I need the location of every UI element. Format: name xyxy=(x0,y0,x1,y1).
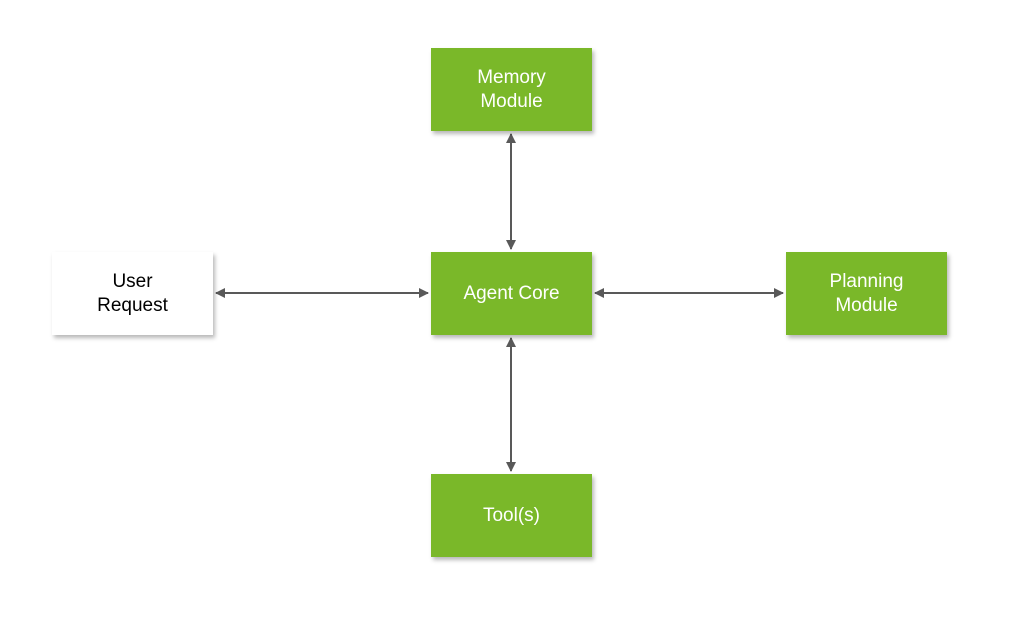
tools-node[interactable]: Tool(s) xyxy=(431,474,592,557)
memory-module-node[interactable]: Memory Module xyxy=(431,48,592,131)
user-request-node[interactable]: User Request xyxy=(52,252,213,335)
agent-core-node[interactable]: Agent Core xyxy=(431,252,592,335)
planning-module-node[interactable]: Planning Module xyxy=(786,252,947,335)
